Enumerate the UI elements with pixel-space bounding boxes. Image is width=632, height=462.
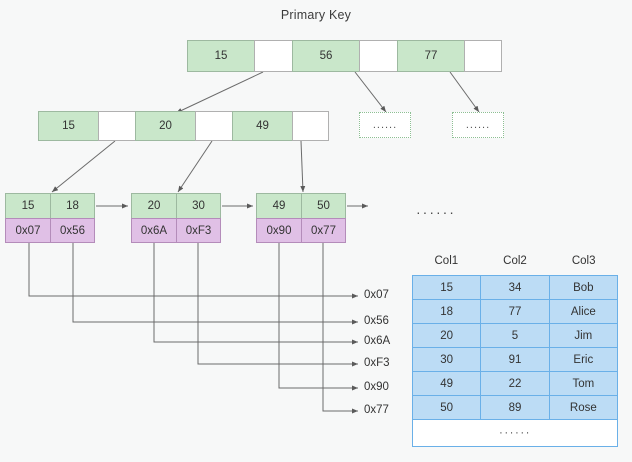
internal-cell-key-3[interactable]: 49: [232, 111, 292, 141]
leaf-node-3-key-2[interactable]: 50: [301, 193, 346, 218]
leaf-node-3-key-row: 49 50: [256, 193, 346, 218]
table-cell-r4c3[interactable]: Eric: [548, 347, 619, 372]
data-table-header-row: Col1 Col2 Col3: [412, 255, 618, 275]
leaf-node-2-address-row: 0x6A 0xF3: [131, 218, 221, 243]
leaf-node-1-address-1[interactable]: 0x07: [5, 218, 50, 243]
table-row[interactable]: 15 34 Bob: [411, 275, 619, 300]
root-cell-pointer-3[interactable]: [464, 40, 502, 72]
root-cell-key-2[interactable]: 56: [292, 40, 359, 72]
table-cell-r2c3[interactable]: Alice: [548, 299, 619, 324]
leaf-node-3-key-1[interactable]: 49: [256, 193, 301, 218]
table-cell-r6c3[interactable]: Rose: [548, 395, 619, 420]
leaf-node-1-address-row: 0x07 0x56: [5, 218, 95, 243]
table-cell-r1c3[interactable]: Bob: [548, 275, 619, 300]
leaf-node-2-key-1[interactable]: 20: [131, 193, 176, 218]
table-cell-r2c1[interactable]: 18: [411, 299, 482, 324]
table-cell-r1c1[interactable]: 15: [411, 275, 482, 300]
leaf-node-1-key-2[interactable]: 18: [50, 193, 95, 218]
address-label-0x77: 0x77: [364, 404, 389, 416]
leaf-node-3: 49 50 0x90 0x77: [256, 193, 346, 243]
table-cell-r5c3[interactable]: Tom: [548, 371, 619, 396]
leaf-node-2: 20 30 0x6A 0xF3: [131, 193, 221, 243]
data-table-column-header-col2: Col2: [503, 255, 527, 267]
table-row[interactable]: 18 77 Alice: [411, 299, 619, 324]
table-row[interactable]: 30 91 Eric: [411, 347, 619, 372]
leaf-node-1-key-1[interactable]: 15: [5, 193, 50, 218]
root-cell-pointer-2[interactable]: [359, 40, 397, 72]
internal-cell-pointer-3[interactable]: [292, 111, 329, 141]
leaf-node-2-key-2[interactable]: 30: [176, 193, 221, 218]
table-more-label[interactable]: ······: [412, 419, 618, 447]
table-cell-r1c2[interactable]: 34: [480, 275, 550, 300]
table-cell-r6c1[interactable]: 50: [411, 395, 482, 420]
page-title: Primary Key: [280, 8, 352, 22]
root-node: 15 56 77: [187, 40, 502, 72]
table-cell-r3c3[interactable]: Jim: [548, 323, 619, 348]
leaf-chain-more-ellipsis: ······: [416, 204, 456, 220]
leaf-node-3-address-row: 0x90 0x77: [256, 218, 346, 243]
leaf-node-2-key-row: 20 30: [131, 193, 221, 218]
leaf-node-2-address-1[interactable]: 0x6A: [131, 218, 176, 243]
table-row[interactable]: 49 22 Tom: [411, 371, 619, 396]
address-label-0x07: 0x07: [364, 289, 389, 301]
address-label-0x90: 0x90: [364, 381, 389, 393]
leaf-node-1-key-row: 15 18: [5, 193, 95, 218]
table-cell-r3c1[interactable]: 20: [411, 323, 482, 348]
address-label-0x56: 0x56: [364, 315, 389, 327]
table-more-row[interactable]: ······: [412, 419, 618, 447]
table-row[interactable]: 20 5 Jim: [411, 323, 619, 348]
internal-cell-pointer-2[interactable]: [195, 111, 232, 141]
table-cell-r2c2[interactable]: 77: [480, 299, 550, 324]
internal-cell-pointer-1[interactable]: [98, 111, 135, 141]
leaf-node-2-address-2[interactable]: 0xF3: [176, 218, 221, 243]
data-table-column-header-col3: Col3: [571, 255, 596, 267]
table-cell-r4c1[interactable]: 30: [411, 347, 482, 372]
data-table-container: Col1 Col2 Col3 15 34 Bob 18 77 Alice 20 …: [411, 255, 619, 447]
data-table-column-header-col1: Col1: [434, 255, 459, 267]
table-cell-r3c2[interactable]: 5: [480, 323, 550, 348]
leaf-node-3-address-1[interactable]: 0x90: [256, 218, 301, 243]
root-cell-key-1[interactable]: 15: [187, 40, 254, 72]
internal-cell-key-2[interactable]: 20: [135, 111, 195, 141]
leaf-node-1-address-2[interactable]: 0x56: [50, 218, 95, 243]
more-subtree-box-1[interactable]: ......: [359, 112, 411, 138]
root-cell-pointer-1[interactable]: [254, 40, 292, 72]
root-cell-key-3[interactable]: 77: [397, 40, 464, 72]
table-cell-r4c2[interactable]: 91: [480, 347, 550, 372]
table-cell-r6c2[interactable]: 89: [480, 395, 550, 420]
leaf-node-3-address-2[interactable]: 0x77: [301, 218, 346, 243]
leaf-node-1: 15 18 0x07 0x56: [5, 193, 95, 243]
data-table: 15 34 Bob 18 77 Alice 20 5 Jim 30 91: [411, 275, 619, 447]
address-label-0x6A: 0x6A: [364, 335, 391, 347]
more-subtree-box-2[interactable]: ......: [452, 112, 504, 138]
table-row[interactable]: 50 89 Rose: [411, 395, 619, 420]
table-cell-r5c2[interactable]: 22: [480, 371, 550, 396]
internal-cell-key-1[interactable]: 15: [38, 111, 98, 141]
internal-node: 15 20 49: [38, 111, 329, 141]
address-label-0xF3: 0xF3: [364, 357, 390, 369]
table-cell-r5c1[interactable]: 49: [411, 371, 482, 396]
